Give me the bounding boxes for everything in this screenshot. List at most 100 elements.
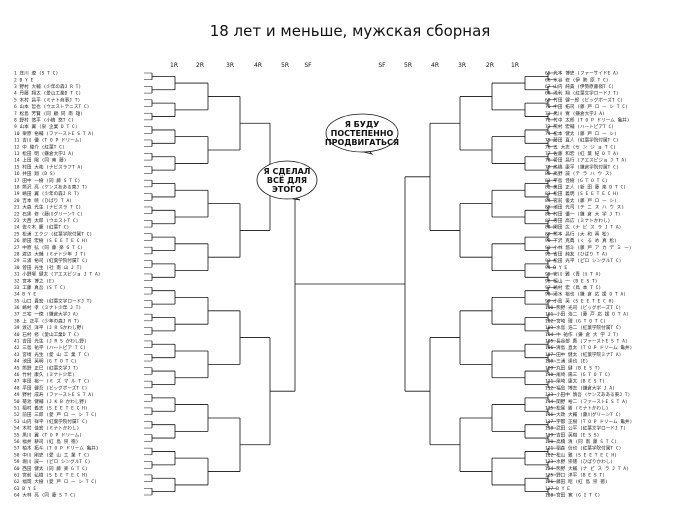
entry-left: 22 石黒 修 (藤川グリーンT C) <box>14 210 83 217</box>
speech-bubble-right-line: Я БУДУ <box>345 120 380 129</box>
entry-left: 40 石村 修 (愛山工業D T C) <box>14 331 79 338</box>
entry-right: 85 池田 光司 (テ ニ ス ハ ウ ス) <box>545 204 624 211</box>
entry-left: 33 工藤 真吾 (S T C) <box>14 284 66 291</box>
entry-right: 95 安川 雅 (青 川 T A) <box>545 271 601 278</box>
entry-right: 115 松尾 勝 (ミナトかわし) <box>545 405 608 412</box>
entry-right: 108 三浦 達也 (E) <box>545 358 588 365</box>
entry-left: 48 平田 健吾 (ビッグボーズT C) <box>14 384 87 391</box>
speech-bubble-left-line: Я СДЕЛАЛ <box>264 167 311 176</box>
entry-left: 54 木村 佳宏 (ミナトかわし) <box>14 425 79 432</box>
entry-right: 123 水野 崇徳 (ひばりかわし) <box>545 458 613 465</box>
entry-right: 71 黒川 寛 (鎌倉大学J A) <box>545 110 605 117</box>
entry-left: 7 松島 芳賢 (同 顧 同 南 雄) <box>14 110 83 117</box>
entry-right: 97 嶋村 宏 (鳥 本 T C) <box>545 284 601 291</box>
entry-right: 103 水島 浩二 (紅葉学院付属T C) <box>545 324 621 331</box>
entry-left: 62 福岡 大樹 (愛 戸 ロ ー シ T C) <box>14 478 97 485</box>
entry-right: 77 佐藤 和宏 (紅 葉 紀 O T A) <box>545 150 619 157</box>
entry-right: 76 五 大志 (セ ン ジ ョ T C) <box>545 143 616 150</box>
entry-right: 119 吉田 英樹 (E S S) <box>545 431 599 438</box>
speech-bubble-right-line: ПОСТЕПЕННО <box>331 129 394 138</box>
entry-left: 55 黒川 翼 (T O P ドリーム) <box>14 432 82 438</box>
entry-left: 51 稲村 義志 (S E E T E C H) <box>14 405 88 412</box>
entry-left: 16 井田 翔 (D S) <box>14 170 55 177</box>
entry-right: 79 高橋 康平 (鎌倉学院付属T C) <box>545 163 619 170</box>
entry-left: 46 竹村 康久 (ミナト少年) <box>14 371 75 378</box>
entry-right: 69 竹田 健一郎 (ビッグボーズT C) <box>545 96 623 103</box>
entry-right: 102 宮崎 理 (G T O T C) <box>545 317 606 324</box>
entry-right: 89 熊本 昌行 (大 和 真 松) <box>545 230 609 237</box>
entry-left: 19 嶋田 翼 (少年の森J R T) <box>14 190 79 197</box>
round-label-right-1: SF <box>378 62 386 69</box>
entry-right: 114 関野 裕二 (ファーストE S T A) <box>545 398 628 405</box>
entry-left: 24 佐々木 慶 (紅葉T C) <box>14 224 69 231</box>
entry-right: 98 清水 裕也 (鎌 倉 応 援 O T A) <box>545 291 626 298</box>
entry-left: 28 渡辺 大輔 (ミナト少年 J T) <box>14 250 86 257</box>
entry-right: 96 福山 一 (B E S T) <box>545 277 598 284</box>
entry-left: 35 山口 貴宏 (紅葉文学ロードJ T) <box>14 297 92 304</box>
entry-left: 36 嶋村 孝 (ミナト少年 J T) <box>14 304 81 311</box>
entry-right: 88 関田 広 (ナ ビ ス ラ J T A) <box>545 224 621 231</box>
entry-left: 41 吉田 光生 (J R S かわし野) <box>14 338 87 345</box>
speech-bubble-left-line: ВСЁ ДЛЯ <box>267 175 307 185</box>
entry-right: 70 中田 拓司 (藤 戸 ロ ー シ T C) <box>545 103 628 110</box>
entry-left: 9 山本 翼 (泉 企業 D T C) <box>14 123 78 130</box>
entry-left: 17 田中 一樹 (同 藤 S T C) <box>14 177 80 184</box>
entry-left: 57 柏木 拓斗 (T O P ドリーム 亀井) <box>14 445 99 452</box>
entry-right: 121 稲森 信也 (紅葉学院付属T C) <box>545 445 621 452</box>
entry-left: 52 前田 三郎 (愛 戸 ロ ー シ T C) <box>14 411 97 418</box>
entry-right: 120 高橋 清 (同 南 藤 S T C) <box>545 438 617 445</box>
entry-right: 65 光本 博史 (ファーサイドE A) <box>545 70 619 77</box>
round-label-left-6: SF <box>304 62 312 69</box>
entry-left: 61 宮前 弘樹 (S E E T E C H) <box>14 472 88 479</box>
entry-right: 92 吉田 純友 (ひばり T A) <box>545 250 608 257</box>
entry-right: 124 熊野 大輔 (ナ ビ ス ラ J T A) <box>545 465 629 472</box>
entry-right: 107 田中 健太 (紅葉学院ミナT A) <box>545 351 621 358</box>
entry-right: 80 高野 誠 (テ ラ ハ ウ ス) <box>545 170 612 177</box>
entry-left: 26 新田 宏樹 (S E E T E C H) <box>14 237 88 244</box>
entry-left: 6 山本 哲也 (ウエストテニスT C) <box>14 103 89 110</box>
entry-right: 83 松田 義明 (S E E T E C H) <box>545 190 619 197</box>
entry-right: 66 水谷 修 (伊 勢 原 T C) <box>545 76 609 83</box>
entry-right: 75 藤田 直人 (紅葉学院付属T C) <box>545 137 619 144</box>
entry-left: 59 堀川 誠一 (ピロ シングルT C) <box>14 458 90 465</box>
entry-right: 99 小島 英 (S E E T E C H) <box>545 297 614 304</box>
entry-left: 13 松田 明 (鎌倉大学J A) <box>14 150 74 157</box>
entry-right: 118 武田 公平 (紅葉文学ロードJ T) <box>545 425 626 432</box>
entry-left: 10 栗原 裕輔 (ファーストE S T A) <box>14 130 94 137</box>
entry-left: 53 山内 祥平 (紅葉学院付属T C) <box>14 418 88 425</box>
speech-bubble-right-line: ПРОДВИГАТЬСЯ <box>325 138 399 147</box>
entry-left: 23 大西 太郎 (ウエストT C) <box>14 217 78 224</box>
entry-right: 111 尾崎 康太 (B E S T) <box>545 378 605 385</box>
entry-right: 105 長谷部 鷹 (ファーストE S T A) <box>545 338 628 345</box>
entry-left: 27 中原 弘 (同 藤 楽 G T C) <box>14 244 83 251</box>
entry-left: 20 吉本 暁 (ひばり T A) <box>14 197 72 204</box>
entry-right: 109 丸田 健 (B E S T) <box>545 364 600 371</box>
round-label-right-5: 2R <box>486 62 494 69</box>
entry-left: 49 野村 成寿 (ファーストE S T A) <box>14 391 94 398</box>
entry-left: 60 西田 健太 (同 藤 楽 G T C) <box>14 465 88 472</box>
speech-bubble-left-line: ЭТОГО <box>272 185 302 194</box>
entry-right: 110 尾崎 陽三 (G T O T C) <box>545 371 610 378</box>
entry-right: 126 藤田 昭 (紅 島 崇 徳) <box>545 478 608 485</box>
entry-left: 15 村田 大祐 (ナビスラフT A) <box>14 163 83 170</box>
entry-left: 38 上 正平 (少年の森J R T) <box>14 317 79 324</box>
entry-left: 2 B Y E <box>14 77 34 83</box>
entry-right: 116 大政 大輔 (藤川グリーンT C) <box>545 411 621 418</box>
round-label-right-4: 3R <box>458 62 466 69</box>
entry-left: 64 大林 亮 (同 藤 S T C) <box>14 492 76 499</box>
entry-right: 91 小林 悠斗 (藤 戸 ア カ デ ミ ー) <box>545 244 632 251</box>
entry-right: 82 奥田 正人 (新 田 藤 楽 D T C) <box>545 183 626 190</box>
entry-right: 87 寺田 高広 (ミナトかわし) <box>545 217 610 224</box>
entry-left: 30 菅田 光生 (社 南 山 J T) <box>14 264 82 271</box>
entry-right: 68 浅利 翔 (紅葉文学ロードJ T) <box>545 90 619 97</box>
entry-left: 58 中川 剛史 (愛 山 工 業 T C) <box>14 451 89 458</box>
round-label-left-1: 1R <box>170 62 178 69</box>
entry-left: 45 熊野 正巳 (紅葉文学J T) <box>14 364 78 371</box>
entry-left: 14 上田 陽 (同 南 藤) <box>14 157 66 164</box>
entry-left: 31 小野塚 健太 (アエスピジョ J T A) <box>14 271 101 278</box>
round-label-left-4: 4R <box>254 62 262 69</box>
entry-left: 1 庄川 遼 (S T C) <box>14 70 58 77</box>
entry-right: 94 B Y E <box>545 265 567 271</box>
